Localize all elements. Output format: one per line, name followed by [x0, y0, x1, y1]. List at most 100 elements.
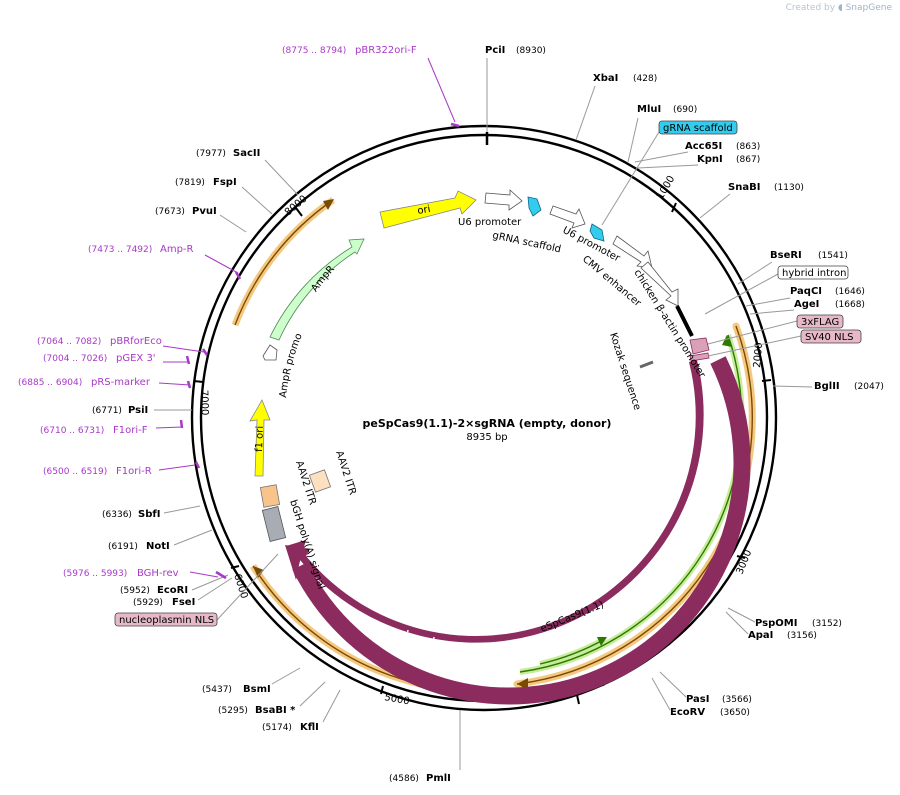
feature-callout[interactable]: nucleoplasmin NLS: [114, 553, 279, 627]
f1-ori-feature[interactable]: [249, 399, 271, 477]
primer-leader-line: [162, 345, 205, 353]
ori-feature[interactable]: [379, 190, 477, 229]
cba-promoter-feature[interactable]: [640, 261, 679, 307]
enzyme-site[interactable]: EcoRV(3650): [651, 677, 750, 718]
enzyme-name: PvuI: [192, 206, 217, 217]
enzyme-site[interactable]: FspI(7819): [175, 177, 273, 215]
primer-site[interactable]: (6710 .. 6731) F1ori-F: [40, 419, 184, 436]
grna-scaffold-2-feature[interactable]: [589, 223, 605, 242]
orf-green-inner[interactable]: [539, 636, 607, 667]
enzyme-site[interactable]: PciI(8930): [485, 45, 546, 132]
primer-mark: [234, 271, 242, 280]
enzyme-site[interactable]: BsmI(5437): [202, 667, 301, 695]
callout-leader-line: [216, 553, 279, 621]
sv40-nls-feature[interactable]: [689, 352, 710, 362]
enzyme-site[interactable]: KpnI(867): [637, 154, 760, 169]
backbone-outer: [190, 124, 778, 712]
orf-orange-8000[interactable]: [231, 197, 335, 327]
enzyme-site[interactable]: BsaBI *(5295): [218, 681, 326, 716]
enzyme-leader-line: [725, 611, 749, 635]
enzyme-position: (1130): [774, 183, 804, 193]
callout-leader-line: [707, 335, 802, 357]
enzyme-site[interactable]: KflI(5174): [262, 689, 341, 733]
primer-name: F1ori-R: [116, 466, 152, 477]
u6-promoter-1-feature[interactable]: [484, 189, 523, 211]
primer-site[interactable]: (8775 .. 8794)pBR322ori-F: [282, 45, 460, 128]
feature-callout[interactable]: SV40 NLS: [707, 329, 862, 357]
enzyme-site[interactable]: EcoRI(5952): [120, 574, 229, 596]
primer-site[interactable]: (6885 .. 6904)pRS-marker: [18, 377, 192, 389]
enzyme-name: SnaBI: [728, 182, 760, 193]
callout-label: SV40 NLS: [805, 332, 854, 343]
tick-mark: [761, 379, 772, 382]
primer-mark: [194, 461, 201, 469]
enzyme-leader-line: [264, 159, 299, 196]
enzyme-leader-line: [163, 505, 201, 514]
primer-leader-line: [427, 57, 456, 123]
feature-callout[interactable]: hybrid intron: [704, 265, 849, 315]
enzyme-name: BseRI: [770, 250, 802, 261]
enzyme-position: (8930): [516, 46, 546, 56]
primer-leader-line: [158, 382, 191, 386]
enzyme-leader-line: [634, 151, 689, 163]
enzyme-site[interactable]: Acc65I(863): [634, 141, 760, 163]
enzyme-site[interactable]: PasI(3566): [659, 671, 752, 705]
enzyme-site[interactable]: SbfI(6336): [102, 505, 201, 520]
primer-site[interactable]: (7064 .. 7082)pBRforEco: [37, 336, 209, 356]
enzyme-name: AgeI: [794, 299, 819, 310]
primer-site[interactable]: (6500 .. 6519)F1ori-R: [43, 461, 201, 477]
enzyme-site[interactable]: SnaBI (1130): [699, 182, 804, 219]
primer-range: (6710 .. 6731): [40, 426, 104, 436]
enzyme-site[interactable]: XbaI(428): [575, 73, 657, 141]
u6-promoter-2-feature[interactable]: [549, 205, 586, 229]
tick-label: 5000: [383, 692, 410, 707]
enzyme-site[interactable]: PaqCI(1646): [745, 286, 865, 307]
primer-name: F1ori-F: [113, 425, 148, 436]
aav2-itr-2-feature[interactable]: [308, 469, 332, 493]
enzyme-site[interactable]: MluI(690): [627, 104, 697, 163]
primer-site[interactable]: (7473 .. 7492)Amp-R: [88, 244, 242, 280]
ampr-feature[interactable]: [269, 238, 365, 341]
cas9-body[interactable]: [292, 356, 751, 705]
enzyme-site[interactable]: PmlI(4586): [389, 710, 461, 784]
enzyme-site[interactable]: PvuI (7673): [155, 206, 247, 233]
3xflag-feature[interactable]: [689, 337, 710, 355]
feature-callout[interactable]: gRNA scaffold: [601, 120, 738, 226]
enzyme-name: BglII: [814, 381, 840, 392]
enzyme-site[interactable]: SacII(7977): [196, 148, 299, 196]
enzyme-site[interactable]: BglII(2047): [772, 381, 884, 392]
enzyme-site[interactable]: FseI(5929): [133, 577, 233, 608]
tick-mark: [295, 207, 303, 217]
enzyme-leader-line: [575, 85, 596, 141]
callout-label: 3xFLAG: [801, 317, 839, 328]
hybrid-intron-feature[interactable]: [675, 305, 694, 337]
enzyme-site[interactable]: AgeI(1668): [749, 299, 865, 315]
primer-site[interactable]: (7004 .. 7026)pGEX 3': [43, 353, 191, 365]
orf-orange-outer[interactable]: [513, 322, 756, 690]
grna-scaffold-1-feature[interactable]: [527, 196, 542, 217]
enzyme-site[interactable]: PsiI(6771): [92, 405, 192, 416]
tick-label: 6000: [231, 573, 249, 601]
enzyme-position: (7673): [155, 207, 185, 217]
feature-callout[interactable]: 3xFLAG: [707, 314, 844, 345]
kozak-sequence-feature[interactable]: [639, 360, 654, 369]
enzyme-name: MluI: [637, 104, 661, 115]
enzyme-position: (1541): [818, 251, 848, 261]
bgh-polya-feature[interactable]: [286, 541, 302, 553]
orf-orange-5000[interactable]: [250, 564, 421, 688]
ampr-promoter-feature[interactable]: [262, 344, 278, 361]
enzyme-site[interactable]: BseRI (1541): [737, 250, 848, 285]
primer-site[interactable]: (5976 .. 5993)BGH-rev: [63, 568, 227, 580]
callout-leader-line: [704, 273, 779, 315]
enzyme-leader-line: [219, 214, 247, 233]
aav2-itr-1-feature[interactable]: [259, 484, 281, 508]
grey-feature[interactable]: [261, 506, 287, 542]
enzyme-name: KflI: [300, 722, 319, 733]
enzyme-site[interactable]: ApaI(3156): [725, 611, 817, 641]
enzyme-site[interactable]: PspOMI(3152): [727, 607, 842, 629]
enzyme-site[interactable]: NotI(6191): [108, 529, 213, 552]
enzyme-position: (5952): [120, 586, 150, 596]
tick-mark: [230, 565, 240, 569]
primer-mark: [201, 348, 209, 356]
primer-leader-line: [158, 464, 196, 471]
